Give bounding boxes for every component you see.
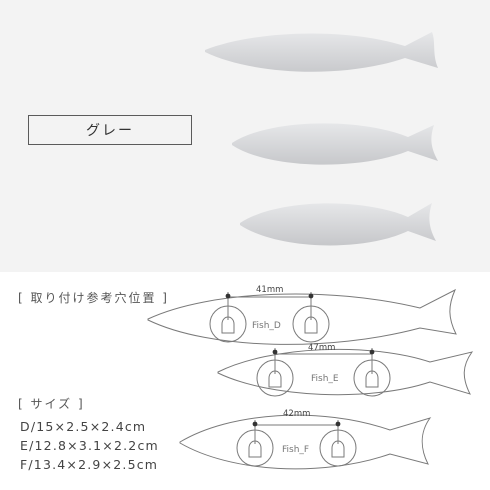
fish-d-outline — [147, 288, 457, 345]
size-d: D/15×2.5×2.4cm — [20, 419, 147, 434]
fish-e-outline — [217, 348, 474, 396]
fish-f-outline — [179, 414, 432, 470]
fish-e-name: Fish_E — [311, 374, 339, 384]
fish-d-spacing: 41mm — [256, 285, 283, 295]
spec-area — [0, 272, 490, 490]
color-label: グレー — [28, 115, 192, 145]
size-title: [ サイズ ] — [18, 397, 85, 411]
product-photo-area: グレー — [0, 0, 490, 272]
size-f: F/13.4×2.9×2.5cm — [20, 457, 159, 472]
fish-d-name: Fish_D — [252, 321, 281, 331]
fish-e-photo — [232, 123, 438, 165]
mounting-hole-diagram: 41mm Fish_D 47mm Fish_E 42mm Fish_F — [147, 285, 474, 470]
size-e: E/12.8×3.1×2.2cm — [20, 438, 159, 453]
fish-f-photo — [240, 203, 436, 246]
fish-f-spacing: 42mm — [283, 409, 310, 419]
fish-d-photo — [205, 32, 438, 72]
fish-e-spacing: 47mm — [308, 343, 335, 353]
fish-f-name: Fish_F — [282, 445, 309, 455]
holes-title: [ 取り付け参考穴位置 ] — [18, 291, 169, 305]
